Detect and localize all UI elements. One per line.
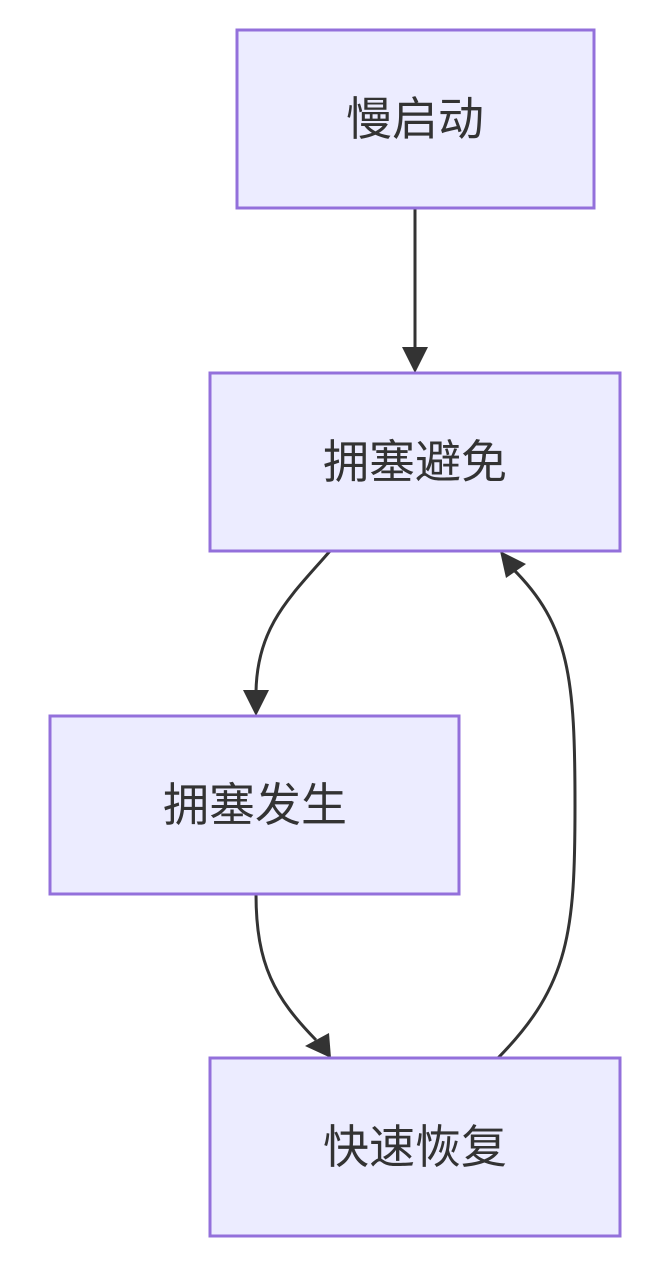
edge-congestion-avoidance-to-congestion-occurs [243, 550, 332, 716]
edge-fast-recovery-to-congestion-avoidance [496, 551, 577, 1060]
node-slow-start: 慢启动 [235, 28, 596, 210]
arrowhead-icon [305, 1033, 331, 1058]
node-label: 慢启动 [346, 92, 484, 146]
node-label: 快速恢复 [323, 1120, 507, 1174]
node-label: 拥塞发生 [163, 778, 347, 832]
edge-slow-start-to-congestion-avoidance [402, 209, 428, 373]
arrowhead-icon [500, 551, 526, 578]
node-fast-recovery: 快速恢复 [208, 1056, 622, 1238]
node-congestion-occurs: 拥塞发生 [48, 714, 461, 896]
arrowhead-icon [243, 690, 269, 716]
node-congestion-avoidance: 拥塞避免 [208, 371, 622, 553]
arrowhead-icon [402, 347, 428, 373]
edge-congestion-occurs-to-fast-recovery [254, 893, 331, 1058]
node-label: 拥塞避免 [323, 435, 507, 489]
